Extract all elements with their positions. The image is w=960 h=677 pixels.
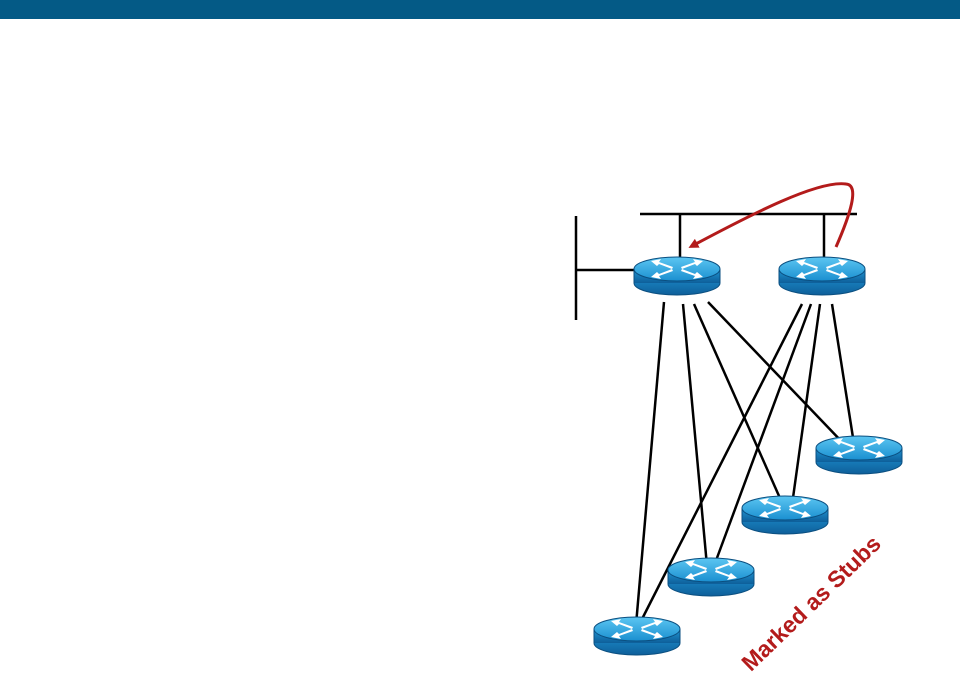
header-bar	[0, 0, 960, 19]
hub-router-right	[778, 256, 866, 296]
router-icon	[741, 495, 829, 535]
router-icon	[667, 557, 755, 597]
router-icon	[593, 616, 681, 656]
router-icon	[778, 256, 866, 296]
link-hub-right-spoke-3	[790, 303, 822, 506]
spoke-router-1	[593, 616, 681, 656]
link-hub-left-spoke-3	[692, 303, 785, 506]
link-hub-right-spoke-2	[712, 303, 813, 567]
link-hub-right-spoke-1	[637, 303, 804, 626]
spoke-router-2	[667, 557, 755, 597]
update-arrow	[688, 182, 855, 248]
link-hub-left-spoke-4	[707, 301, 845, 445]
spoke-router-4	[815, 435, 903, 475]
hub-router-left	[633, 256, 721, 296]
link-hub-left-spoke-2	[681, 303, 709, 567]
router-icon	[633, 256, 721, 296]
spoke-router-3	[741, 495, 829, 535]
link-hub-right-spoke-4	[830, 303, 856, 445]
link-hub-left-spoke-1	[634, 301, 666, 626]
router-icon	[815, 435, 903, 475]
